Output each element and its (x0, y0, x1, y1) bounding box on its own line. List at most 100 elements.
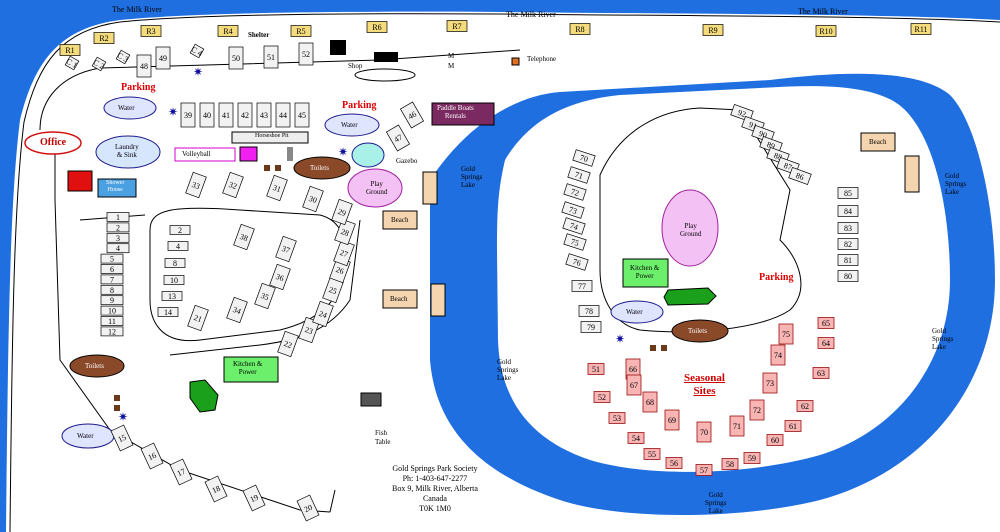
island (497, 86, 950, 472)
campsite-box (269, 263, 291, 291)
campsite-box (587, 363, 605, 375)
campsite-number: 75 (570, 237, 580, 248)
campsite-number: R3 (146, 27, 155, 36)
island-site: 72 (563, 183, 587, 201)
campsite-number: 70 (700, 428, 708, 437)
kitchen-label-1: Kitchen &Power (233, 360, 263, 376)
campsite-box (169, 458, 193, 486)
contact-block: Gold Springs Park Society Ph: 1-403-647-… (392, 464, 478, 514)
bottom-site: 15 (110, 424, 134, 452)
campsite-box (743, 452, 761, 464)
campsite-number: 16 (147, 451, 158, 463)
island-site: 86 (788, 166, 812, 186)
campsite-box (180, 102, 196, 128)
volleyball-court (174, 147, 236, 162)
laundry-building (95, 135, 161, 169)
campsite-box (266, 174, 288, 202)
top-site: 50 (228, 46, 244, 70)
parking-label-3: Parking (759, 272, 794, 283)
campsite-box (729, 415, 745, 437)
star-icon: ✷ (338, 145, 348, 159)
island-site: 81 (837, 254, 859, 266)
campsite-number: 2 (116, 223, 120, 232)
beach-strip-1 (422, 171, 438, 205)
river-label-right: The Milk River (798, 7, 848, 16)
campsite-box (100, 316, 124, 326)
volleyball-label: Volleyball (182, 150, 211, 158)
toilets-2 (671, 319, 729, 343)
office-building (24, 131, 82, 155)
volleyball-net (239, 146, 258, 162)
campsite-box (778, 323, 794, 345)
top-site: 49 (155, 46, 171, 70)
loop-site: 24 (312, 300, 334, 328)
campsite-number: 74 (569, 221, 579, 232)
campsite-box (569, 23, 591, 35)
seasonal-site: 64 (817, 337, 835, 349)
laundry-label: Laundry& Sink (115, 143, 139, 159)
toilets-label-2: Toilets (688, 327, 707, 335)
star-icon: ✷ (615, 332, 625, 346)
campsite-box (275, 235, 297, 263)
left-site: 8 (100, 284, 124, 295)
campsite-box (296, 494, 320, 522)
campsite-number: 40 (203, 111, 211, 120)
campsite-box (446, 20, 468, 32)
loop-site: 22 (277, 330, 299, 358)
bin (275, 165, 281, 171)
campsite-number: 88 (773, 151, 784, 162)
c-site: C 4 (190, 43, 205, 59)
campsite-box (580, 321, 602, 333)
r-site: R3 (140, 25, 162, 37)
campsite-box (115, 49, 131, 65)
campsite-number: 79 (587, 323, 595, 332)
campsite-number: 55 (648, 450, 656, 459)
beach-3 (860, 132, 896, 152)
campsite-number: 4 (176, 242, 180, 251)
r-site: R9 (702, 24, 724, 36)
campsite-number: 75 (782, 330, 790, 339)
campsite-box (696, 421, 712, 443)
contact-phone: Ph: 1-403-647-2277 (402, 474, 468, 483)
campsite-number: 7 (110, 275, 114, 284)
campsite-box (164, 258, 186, 268)
campsite-box (766, 434, 784, 446)
campsite-number: 26 (335, 265, 346, 276)
campsite-number: 52 (598, 393, 606, 402)
campsite-number: 59 (748, 454, 756, 463)
campsite-box (702, 24, 724, 36)
loop-site: 29 (331, 198, 353, 226)
gazebo-label: Gazebo (396, 157, 418, 165)
seasonal-site: 53 (608, 412, 626, 424)
campsite-box (294, 102, 310, 128)
beach-label-2: Beach (390, 295, 408, 303)
shower-house (97, 178, 137, 198)
campsite-box (366, 21, 388, 33)
beach-label-1: Beach (391, 216, 409, 224)
campsite-number: 17 (176, 467, 187, 479)
campsite-number: 22 (283, 339, 294, 350)
inner-site: 14 (157, 307, 179, 317)
bin (114, 395, 120, 401)
campsite-number: 36 (275, 272, 286, 283)
campsite-box (815, 25, 837, 37)
campsite-number: 57 (700, 466, 708, 475)
campsite-number: 67 (630, 381, 638, 390)
top-site: 41 (218, 102, 234, 128)
water-label-1: Water (118, 104, 135, 112)
campsite-number: 58 (726, 460, 734, 469)
campsite-box (837, 205, 859, 217)
beach-1 (382, 210, 418, 230)
campsite-box (608, 412, 626, 424)
loop-site: 21 (187, 304, 209, 332)
campsite-number: 5 (110, 255, 114, 264)
campsite-number: R2 (99, 34, 108, 43)
kitchen-label-box-2 (622, 258, 669, 288)
campsite-number: 15 (117, 433, 128, 445)
top-site: 51 (263, 45, 279, 69)
bottom-site: 19 (242, 484, 266, 512)
river-bank (9, 13, 1000, 532)
seasonal-site: 56 (665, 457, 683, 469)
campsite-number: 60 (771, 436, 779, 445)
campsite-box (627, 432, 645, 444)
